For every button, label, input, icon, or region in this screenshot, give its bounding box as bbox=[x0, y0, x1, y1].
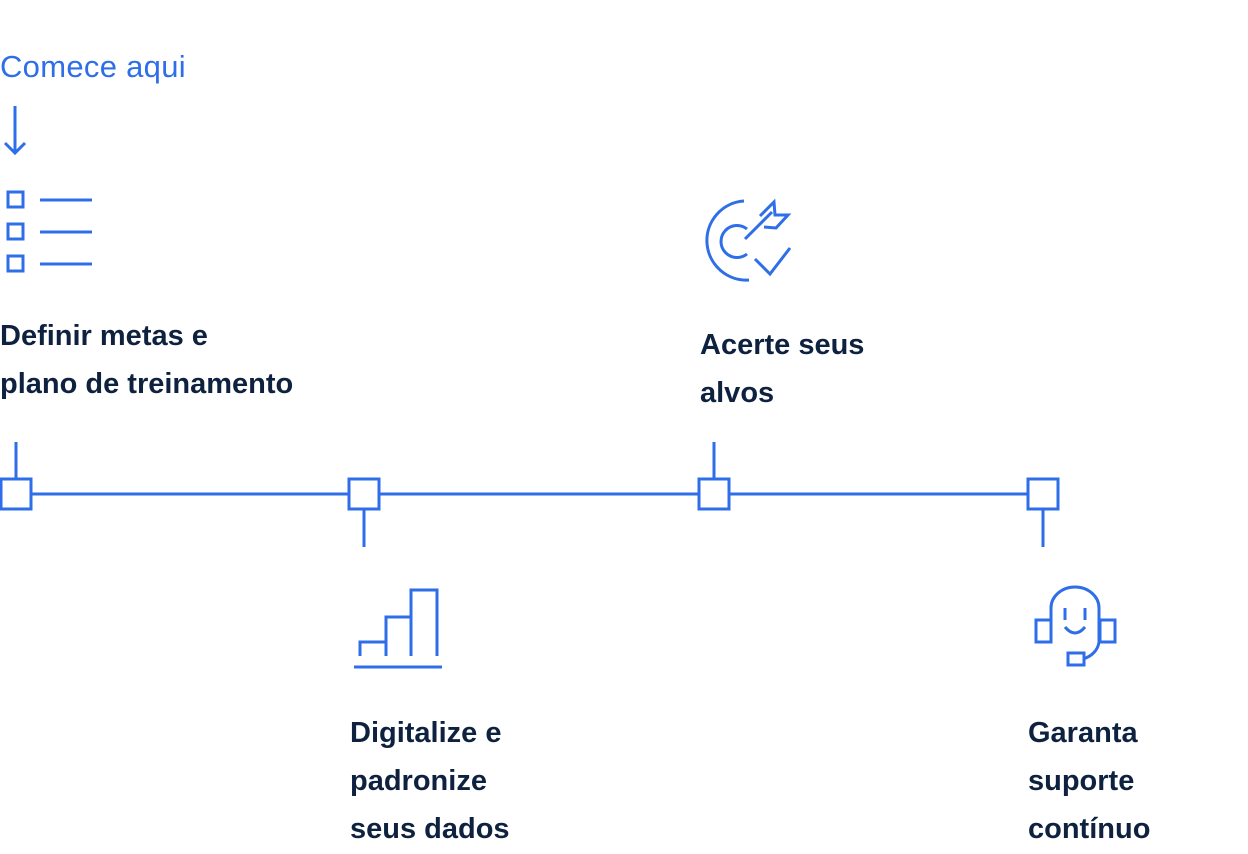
step-title-line: contínuo bbox=[1028, 813, 1151, 845]
step-title-line: Digitalize e bbox=[350, 717, 502, 749]
step-title-goals: Definir metas e plano de treinamento bbox=[0, 312, 293, 408]
step-title-line: alvos bbox=[700, 377, 775, 409]
headset-support-icon bbox=[1034, 585, 1117, 667]
timeline-line bbox=[14, 442, 1045, 547]
arrow-down-icon bbox=[3, 106, 27, 156]
target-arrow-icon bbox=[705, 198, 792, 282]
timeline-node-3 bbox=[697, 477, 731, 511]
step-title-digitize: Digitalize e padronize seus dados bbox=[350, 709, 510, 853]
step-title-line: suporte bbox=[1028, 765, 1135, 797]
timeline-node-1 bbox=[0, 477, 33, 511]
step-title-line: Definir metas e bbox=[0, 320, 208, 352]
step-title-line: Acerte seus bbox=[700, 329, 865, 361]
checklist-icon bbox=[6, 190, 92, 273]
step-title-line: Garanta bbox=[1028, 717, 1138, 749]
bar-chart-icon bbox=[354, 588, 442, 669]
start-label: Comece aqui bbox=[0, 49, 186, 84]
step-title-line: padronize bbox=[350, 765, 487, 797]
timeline-node-2 bbox=[347, 477, 381, 511]
step-title-targets: Acerte seus alvos bbox=[700, 321, 864, 417]
timeline-node-4 bbox=[1026, 477, 1060, 511]
step-title-line: plano de treinamento bbox=[0, 368, 294, 400]
step-title-line: seus dados bbox=[350, 813, 510, 845]
step-title-support: Garanta suporte contínuo bbox=[1028, 709, 1150, 853]
